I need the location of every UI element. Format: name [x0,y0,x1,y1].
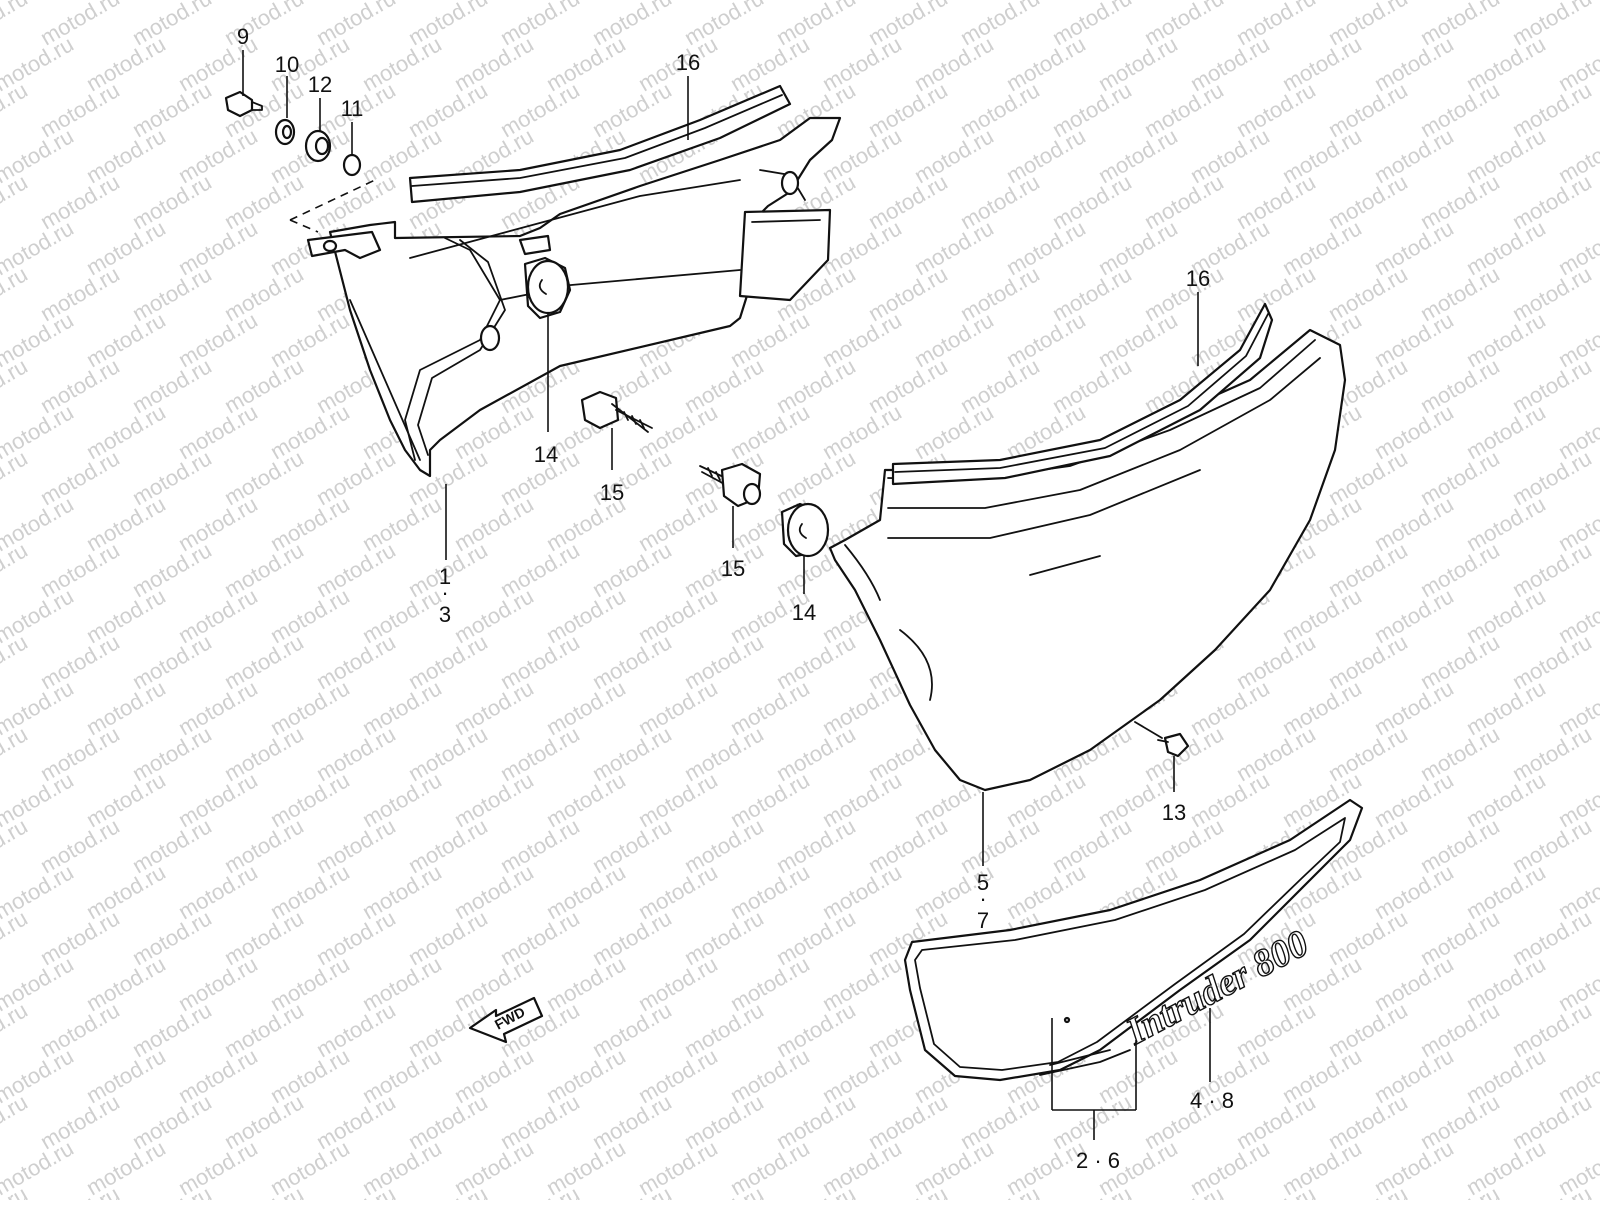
watermark-text: motod.ru [0,813,32,878]
callout-4-8: 4 · 8 [1190,1088,1234,1113]
callout-11: 11 [341,96,364,121]
bolt-9 [224,90,263,118]
callout-labels: 9 10 12 11 16 16 14 15 15 14 1 · 3 5 · 7… [237,24,1234,1173]
watermark-text: motod.ru [588,1181,676,1200]
seal-strip-left [408,84,792,204]
watermark-text: motod.ru [0,997,32,1062]
washer-10 [274,118,296,146]
watermark-text: motod.ru [0,0,32,50]
watermark-text: motod.ru [1416,1181,1504,1200]
leader-lines [242,50,1211,1140]
collar-11 [342,153,362,177]
callout-13: 13 [1162,800,1186,825]
grommet-14-left [523,256,572,320]
watermark-text: motod.ru [220,1181,308,1200]
watermark-text: motod.ru [0,261,32,326]
callout-14-left: 14 [534,442,558,467]
watermark-text: motod.ru [1232,1181,1320,1200]
callout-15-right: 15 [721,556,745,581]
watermark-text: motod.ru [956,1181,1044,1200]
watermark-text: motod.ru [0,537,32,602]
watermark-text: motod.ru [1324,1181,1412,1200]
seal-strip-right [891,302,1274,486]
watermark-text: motod.ru [0,629,32,694]
watermark-text: motod.ru [128,1181,216,1200]
watermark-text: motod.ru [1508,1181,1596,1200]
watermark-text: motod.ru [1140,1181,1228,1200]
watermark-text: motod.ru [0,77,32,142]
watermark-text: motod.ru [1048,1181,1136,1200]
callout-16-right: 16 [1186,266,1210,291]
callout-dot-5-7: · [979,886,986,911]
clip-13 [1157,732,1190,758]
watermark-text: motod.ru [36,1181,124,1200]
watermark-text: motod.ru [312,1181,400,1200]
watermark-text: motod.ru [864,1181,952,1200]
callout-9: 9 [237,24,249,49]
watermark-text: motod.ru [496,1181,584,1200]
grommet-12 [304,129,332,163]
callout-3: 3 [439,602,451,627]
watermark-text: motod.ru [404,1181,492,1200]
stud-15-left [580,390,653,433]
callout-dot-1-3: · [441,580,448,605]
callout-1: 1 [439,564,451,589]
callout-14-right: 14 [792,600,816,625]
callout-2-6: 2 · 6 [1076,1148,1120,1173]
callout-15-left: 15 [600,480,624,505]
watermark-text: motod.ru [0,445,32,510]
callout-10: 10 [275,52,299,77]
callout-12: 12 [308,72,332,97]
watermark-text: motod.ru [0,721,32,786]
watermark-text: motod.ru [772,1181,860,1200]
frame-cover-left [289,116,842,478]
callout-5: 5 [977,870,989,895]
watermark-text: motod.ru [0,1089,32,1154]
callout-7: 7 [977,908,989,933]
grommet-14-right [780,502,830,558]
stud-15-right [699,462,762,508]
watermark-text: motod.ru [0,353,32,418]
emblem-plate [903,798,1364,1082]
callout-16-left: 16 [676,50,700,75]
watermark-text: motod.ru [0,169,32,234]
watermark-text: motod.ru [0,905,32,970]
watermark-text: motod.ru [680,1181,768,1200]
